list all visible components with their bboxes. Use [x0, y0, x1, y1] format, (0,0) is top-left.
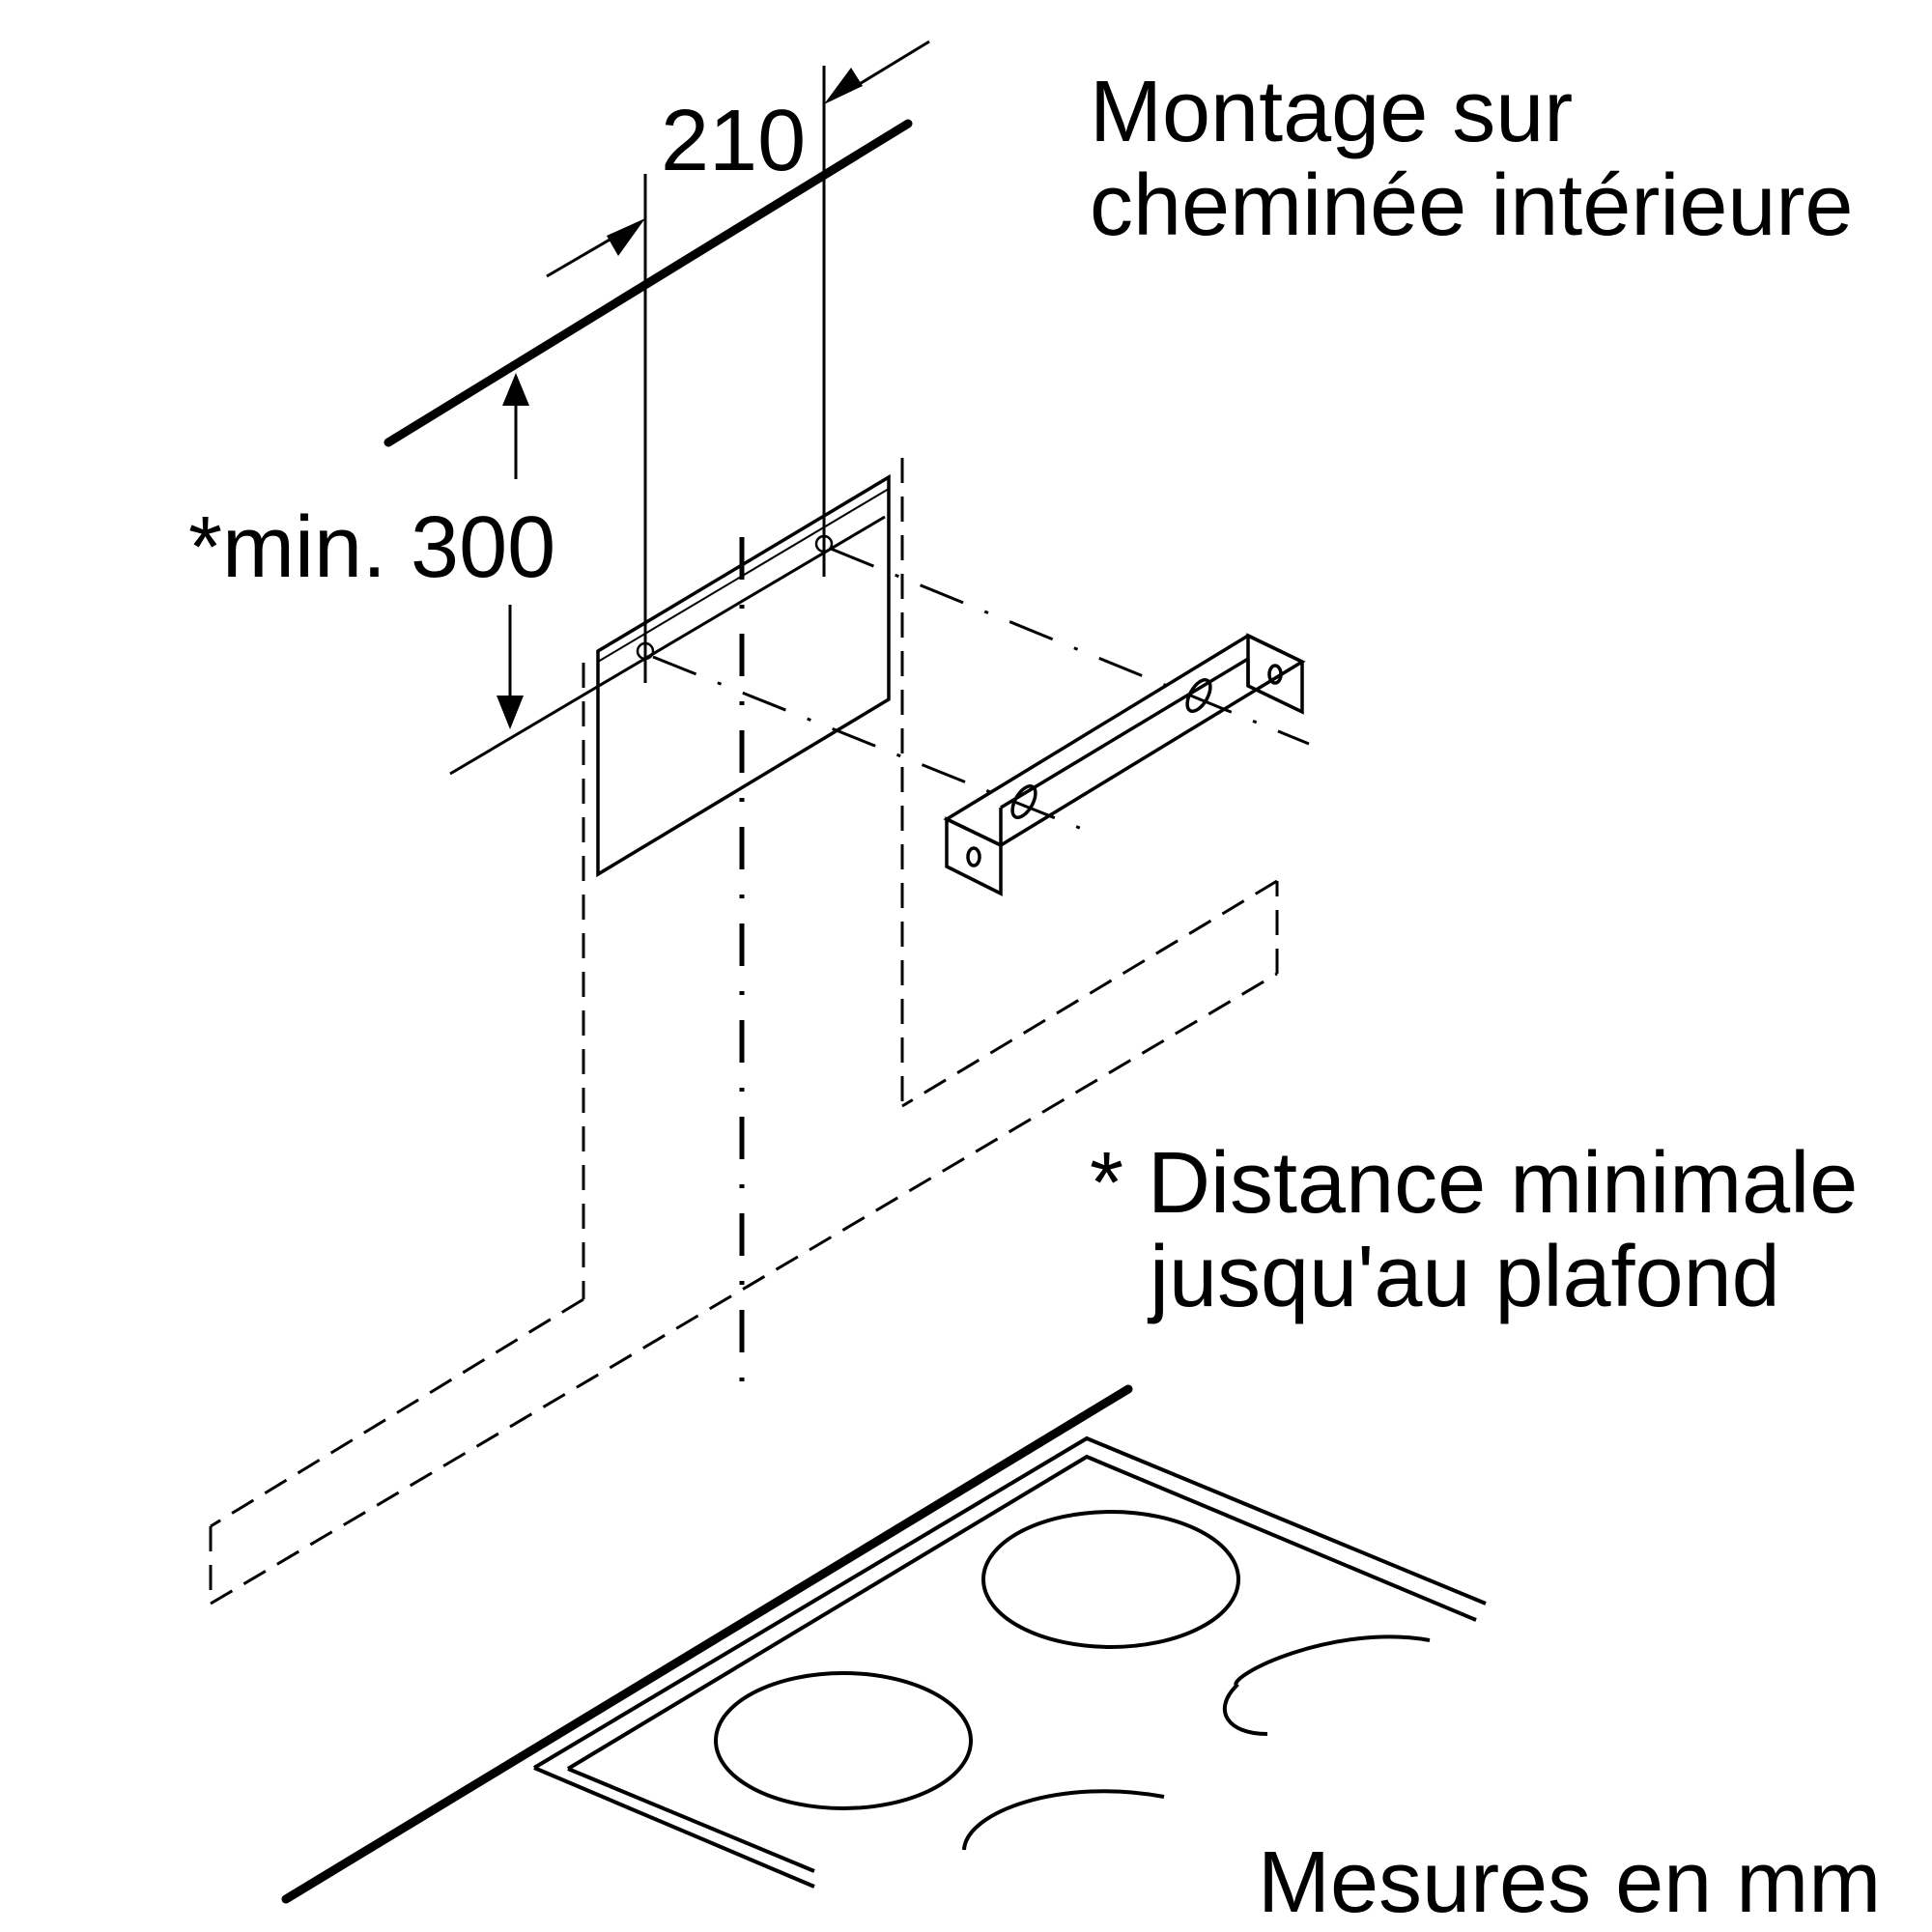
dimension-height-label: *min. 300	[188, 499, 555, 596]
dimension-width-label: 210	[661, 93, 806, 189]
mounting-plate	[596, 473, 891, 878]
hood-outline	[209, 458, 1279, 1605]
title-line-1: Montage sur	[1090, 64, 1573, 160]
ceiling-line	[384, 119, 913, 447]
title-line-2: cheminée intérieure	[1090, 157, 1853, 254]
burner-front-left	[714, 1671, 973, 1810]
width-arrow-left	[546, 218, 645, 278]
cooktop	[532, 1435, 1487, 1889]
units-label: Mesures en mm	[1258, 1834, 1881, 1931]
screw-hole-left	[636, 641, 655, 661]
screw-hole-right	[814, 534, 834, 554]
burner-back-left	[981, 1510, 1240, 1649]
wall-bracket	[943, 633, 1306, 896]
burner-back-right	[1222, 1634, 1431, 1736]
height-arrow-up	[502, 373, 529, 479]
worktop-edge	[281, 1384, 1133, 1904]
height-arrow-down	[497, 605, 524, 729]
bracket-level-line	[449, 515, 886, 776]
width-arrow-right	[824, 40, 930, 104]
projection-line-lower	[652, 655, 1102, 838]
note-line-1: * Distance minimale	[1090, 1135, 1858, 1232]
note-line-2: jusqu'au plafond	[1147, 1229, 1780, 1325]
projection-line-upper	[830, 547, 1310, 746]
burner-front-right	[962, 1789, 1165, 1851]
